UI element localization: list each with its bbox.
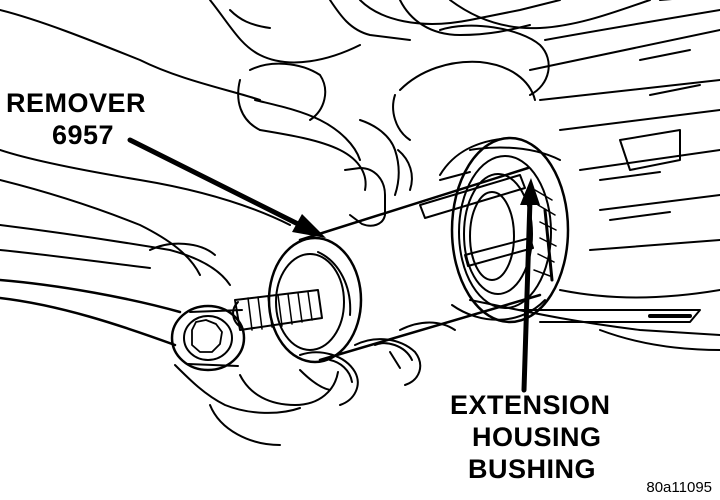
- forcing-screw: [232, 289, 323, 331]
- bushing-leader-arrow: [520, 178, 540, 393]
- bushing-label-line-2: HOUSING: [472, 422, 602, 452]
- remover-leader-arrow: [127, 137, 326, 238]
- remover-label: REMOVER: [6, 88, 147, 118]
- remover-tool-body: [267, 166, 542, 364]
- figure-id: 80a11095: [646, 479, 712, 496]
- wrench: [0, 278, 246, 372]
- lower-hand: [0, 224, 456, 446]
- remover-number-label: 6957: [52, 120, 115, 150]
- transmission-housing: [359, 0, 720, 351]
- bushing-label-line-1: EXTENSION: [450, 390, 611, 420]
- bushing-label-line-3: BUSHING: [468, 454, 597, 484]
